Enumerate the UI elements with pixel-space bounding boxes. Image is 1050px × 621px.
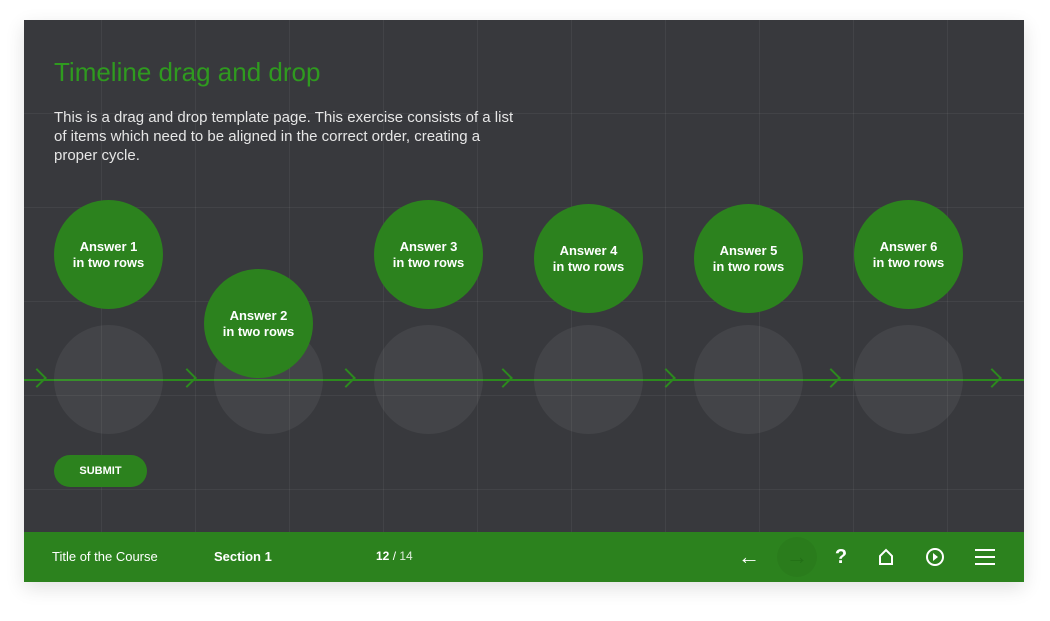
drop-zone-5[interactable]: [694, 325, 803, 434]
page-total: 14: [399, 549, 413, 563]
timeline-line: [24, 379, 1024, 381]
background-grid: [24, 20, 1024, 532]
answer-line2: in two rows: [72, 254, 145, 270]
slide: Timeline drag and drop This is a drag an…: [24, 20, 1024, 582]
drop-zone-1[interactable]: [54, 325, 163, 434]
course-title: Title of the Course: [52, 549, 158, 564]
menu-icon[interactable]: [965, 537, 1005, 577]
answer-line2: in two rows: [222, 323, 295, 339]
page-counter: 12 / 14: [376, 549, 413, 563]
help-icon[interactable]: ?: [834, 545, 848, 568]
answer-line2: in two rows: [872, 254, 945, 270]
answer-line1: Answer 1: [79, 238, 138, 254]
footer-bar: Title of the Course Section 1 12 / 14 ← …: [24, 532, 1024, 582]
drop-zone-6[interactable]: [854, 325, 963, 434]
submit-button[interactable]: SUBMIT: [54, 455, 147, 487]
answer-line1: Answer 4: [559, 242, 618, 258]
page-title: Timeline drag and drop: [54, 57, 321, 87]
drop-zone-4[interactable]: [534, 325, 643, 434]
answer-line2: in two rows: [712, 258, 785, 274]
arrow-left-icon[interactable]: ←: [738, 544, 760, 569]
answer-line2: in two rows: [392, 254, 465, 270]
play-icon[interactable]: [915, 537, 955, 577]
answer-line1: Answer 6: [879, 238, 938, 254]
arrow-right-icon[interactable]: →: [777, 537, 817, 577]
answer-line1: Answer 2: [229, 307, 288, 323]
section-title: Section 1: [214, 549, 272, 564]
page-description: This is a drag and drop template page. T…: [54, 109, 514, 164]
answer-line2: in two rows: [552, 258, 625, 274]
page-separator: /: [389, 549, 400, 563]
answer-line1: Answer 3: [399, 238, 458, 254]
answer-line1: Answer 5: [719, 242, 778, 258]
page-current: 12: [376, 549, 390, 563]
home-icon[interactable]: [866, 537, 906, 577]
drop-zone-3[interactable]: [374, 325, 483, 434]
